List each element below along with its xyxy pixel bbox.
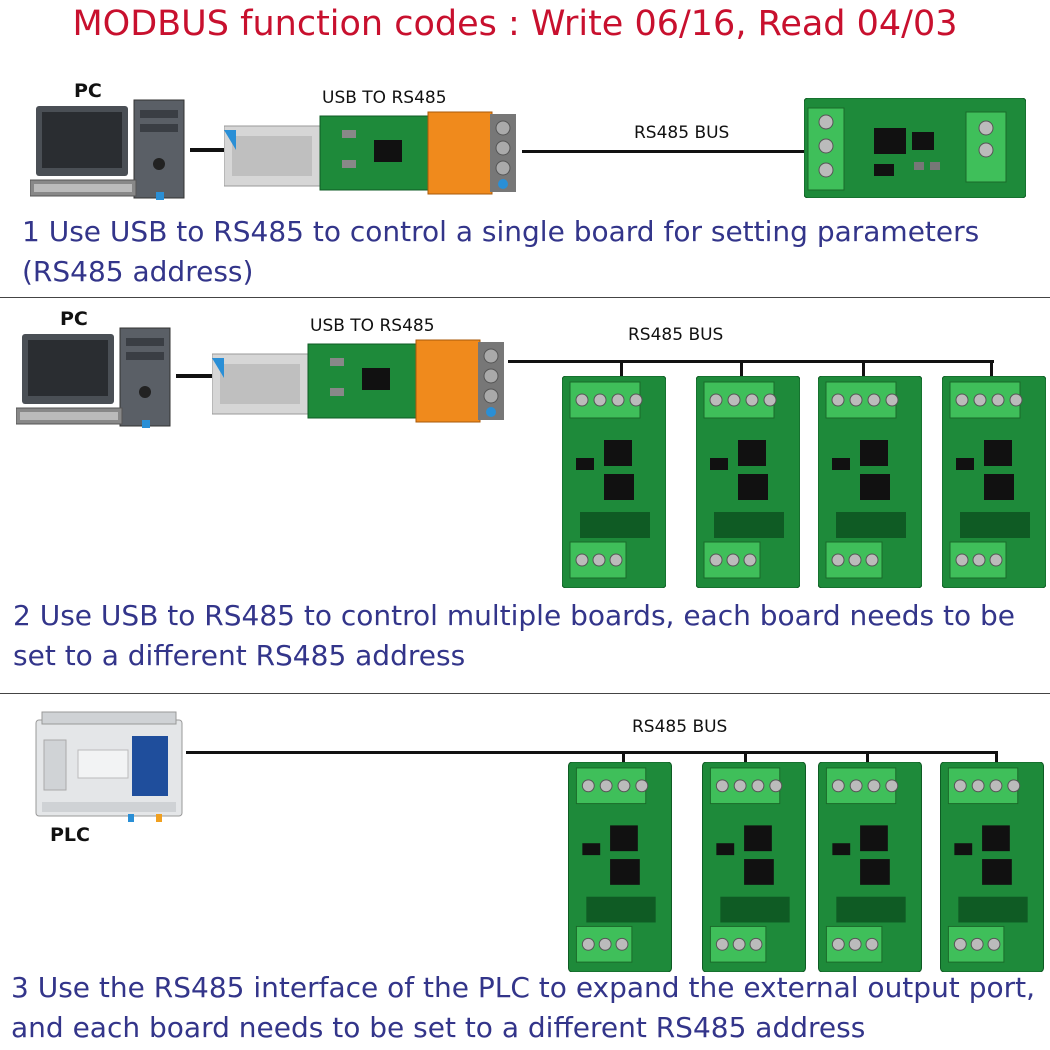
caption-3-line-1: 3 Use the RS485 interface of the PLC to … — [11, 971, 1035, 1004]
relay-board-icon — [940, 762, 1044, 972]
pc-computer-icon — [16, 327, 171, 428]
bus-drop — [622, 751, 625, 765]
adapter-label: USB TO RS485 — [322, 88, 447, 108]
relay-board-icon — [702, 762, 806, 972]
relay-board-icon — [696, 376, 800, 588]
bus-drop — [862, 360, 865, 378]
rs485-bus-wire — [508, 360, 994, 363]
rs485-bus-wire — [522, 150, 804, 153]
bus-label: RS485 BUS — [632, 717, 728, 737]
bus-drop — [740, 360, 743, 378]
caption-2-line-1: 2 Use USB to RS485 to control multiple b… — [13, 599, 1015, 632]
bus-drop — [995, 751, 998, 765]
bus-drop — [744, 751, 747, 765]
relay-board-icon — [568, 762, 672, 972]
relay-board-icon — [942, 376, 1046, 588]
bus-drop — [620, 360, 623, 378]
pc-cable — [176, 374, 214, 378]
usb-rs485-adapter-icon — [224, 111, 516, 195]
caption-1-line-1: 1 Use USB to RS485 to control a single b… — [22, 215, 980, 248]
adapter-label: USB TO RS485 — [310, 316, 435, 336]
pc-label: PC — [74, 80, 102, 102]
bus-drop — [990, 360, 993, 378]
pc-computer-icon — [30, 99, 185, 200]
bus-drop — [866, 751, 869, 765]
plc-icon — [35, 711, 183, 822]
pc-cable — [190, 148, 224, 152]
pc-label: PC — [60, 308, 88, 330]
plc-label: PLC — [50, 824, 90, 846]
relay-board-icon — [818, 376, 922, 588]
section-divider-2 — [0, 693, 1050, 694]
caption-1-line-2: (RS485 address) — [22, 255, 254, 288]
relay-board-icon — [562, 376, 666, 588]
caption-3-line-2: and each board needs to be set to a diff… — [11, 1011, 866, 1044]
relay-board-icon — [818, 762, 922, 972]
rs485-bus-wire — [186, 751, 998, 754]
page-title: MODBUS function codes : Write 06/16, Rea… — [72, 4, 958, 44]
bus-label: RS485 BUS — [634, 123, 730, 143]
section-divider-1 — [0, 297, 1050, 298]
relay-board-icon — [804, 98, 1026, 198]
caption-2-line-2: set to a different RS485 address — [13, 639, 466, 672]
usb-rs485-adapter-icon — [212, 339, 504, 423]
bus-label: RS485 BUS — [628, 325, 724, 345]
